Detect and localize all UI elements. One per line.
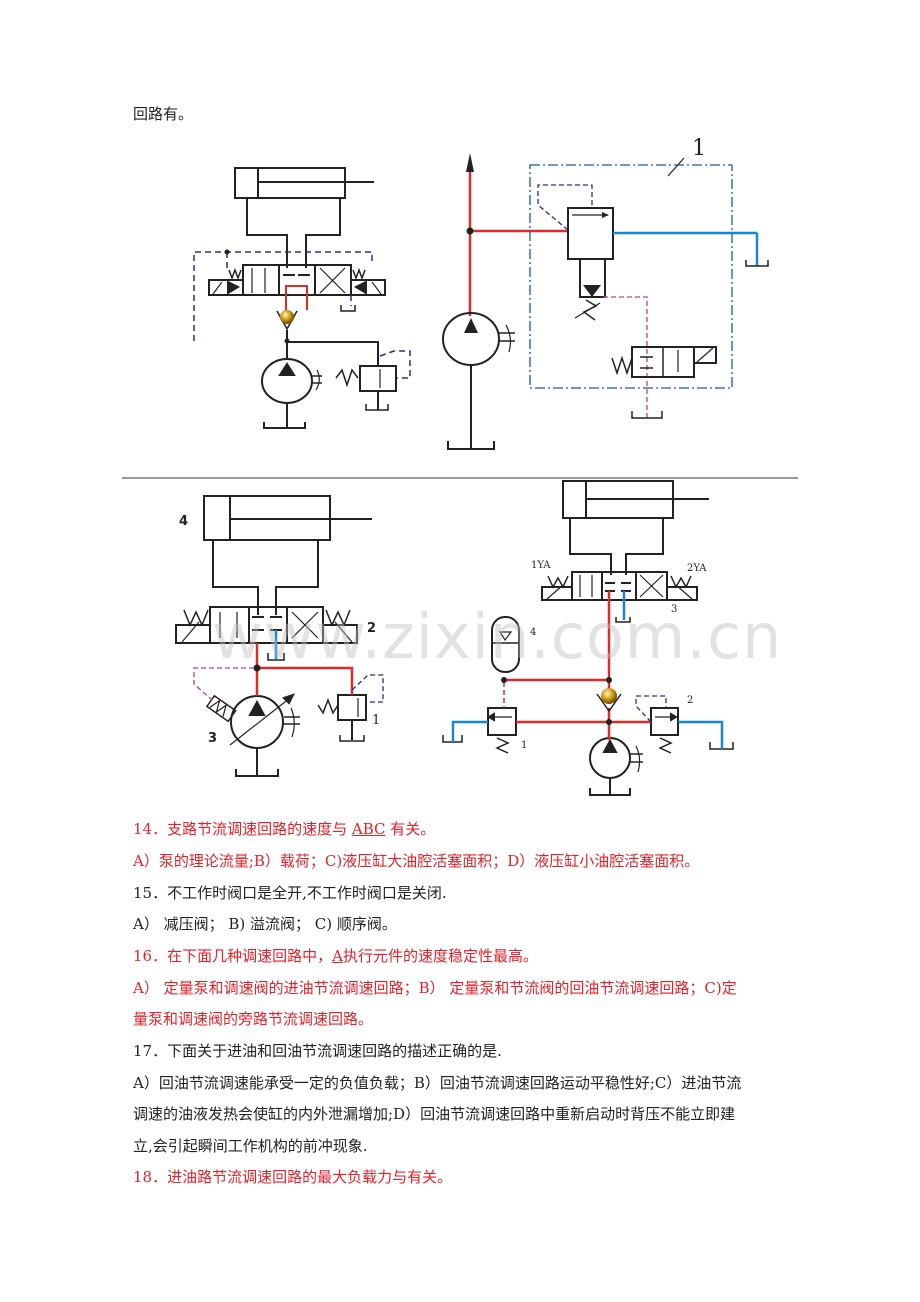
question-16-options-line1: A） 定量泵和调速阀的进油节流调速回路；B） 定量泵和节流阀的回油节流调速回路；… [133, 979, 737, 997]
valve-assembly-box [529, 164, 733, 389]
label-assembly-1: 1 [692, 136, 706, 161]
question-15-options: A） 减压阀； B) 溢流阀； C) 顺序阀。 [133, 915, 397, 933]
watermark: www.zixin.com.cn [212, 600, 783, 673]
question-17-options-line2: 调速的油液发热会使缸的内外泄漏增加;D）回油节流调速回路中重新启动时背压不能立即… [133, 1105, 736, 1123]
question-18: 18．进油路节流调速回路的最大负载力与有关。 [133, 1168, 453, 1186]
directional-valve-d [571, 571, 668, 601]
label-c-3: 3 [208, 731, 218, 746]
diagram-d [442, 480, 734, 796]
question-16: 16．在下面几种调速回路中，A执行元件的速度稳定性最高。 [133, 946, 538, 966]
label-d-2: 2 [687, 695, 694, 706]
relief-valve-a [359, 365, 397, 392]
label-c-2: 2 [367, 621, 377, 636]
check-valve-ball-d [601, 688, 617, 704]
label-d-2ya: 2YA [687, 563, 707, 574]
label-c-4: 4 [179, 514, 189, 529]
question-16-options-line2: 量泵和调速阀的旁路节流调速回路。 [133, 1010, 374, 1028]
diagram-a [208, 167, 397, 429]
question-17-options-line1: A）回油节流调速能承受一定的负值负载；B）回油节流调速回路运动平稳性好;C）进油… [133, 1074, 742, 1092]
section-divider [122, 477, 798, 479]
label-d-1: 1 [521, 740, 528, 751]
question-16-suffix: 执行元件的速度稳定性最高。 [342, 947, 538, 965]
label-c-1: 1 [372, 713, 381, 728]
hydraulic-diagrams [175, 153, 769, 796]
question-17: 17．下面关于进油和回油节流调速回路的描述正确的是. [133, 1042, 502, 1060]
relief-valve-c [337, 694, 367, 721]
question-14: 14．支路节流调速回路的速度与 ABC 有关。 [133, 819, 435, 839]
accumulator-d [491, 616, 520, 673]
question-17-options-line3: 立,会引起瞬间工作机构的前冲现象. [133, 1137, 368, 1155]
check-valve-ball-a [280, 310, 294, 324]
question-14-options: A）泵的理论流量;B）载荷；C)液压缸大油腔活塞面积；D）液压缸小油腔活塞面积。 [133, 852, 700, 870]
directional-valve-a [242, 264, 352, 296]
valve-1-d [487, 707, 517, 736]
label-d-1ya: 1YA [531, 560, 551, 571]
label-d-3: 3 [671, 604, 678, 615]
label-d-4: 4 [530, 627, 537, 638]
question-16-answer: A [332, 947, 343, 965]
intro-text: 回路有。 [133, 105, 194, 123]
question-15: 15．不工作时阀口是全开,不工作时阀口是关闭. [133, 884, 447, 902]
question-14-answer: ABC [351, 820, 386, 838]
question-14-text: 14．支路节流调速回路的速度与 [133, 820, 352, 838]
question-16-text: 16．在下面几种调速回路中， [133, 947, 333, 965]
question-14-suffix: 有关。 [385, 820, 436, 838]
diagram-b [442, 153, 769, 450]
valve-2-d [650, 707, 679, 736]
